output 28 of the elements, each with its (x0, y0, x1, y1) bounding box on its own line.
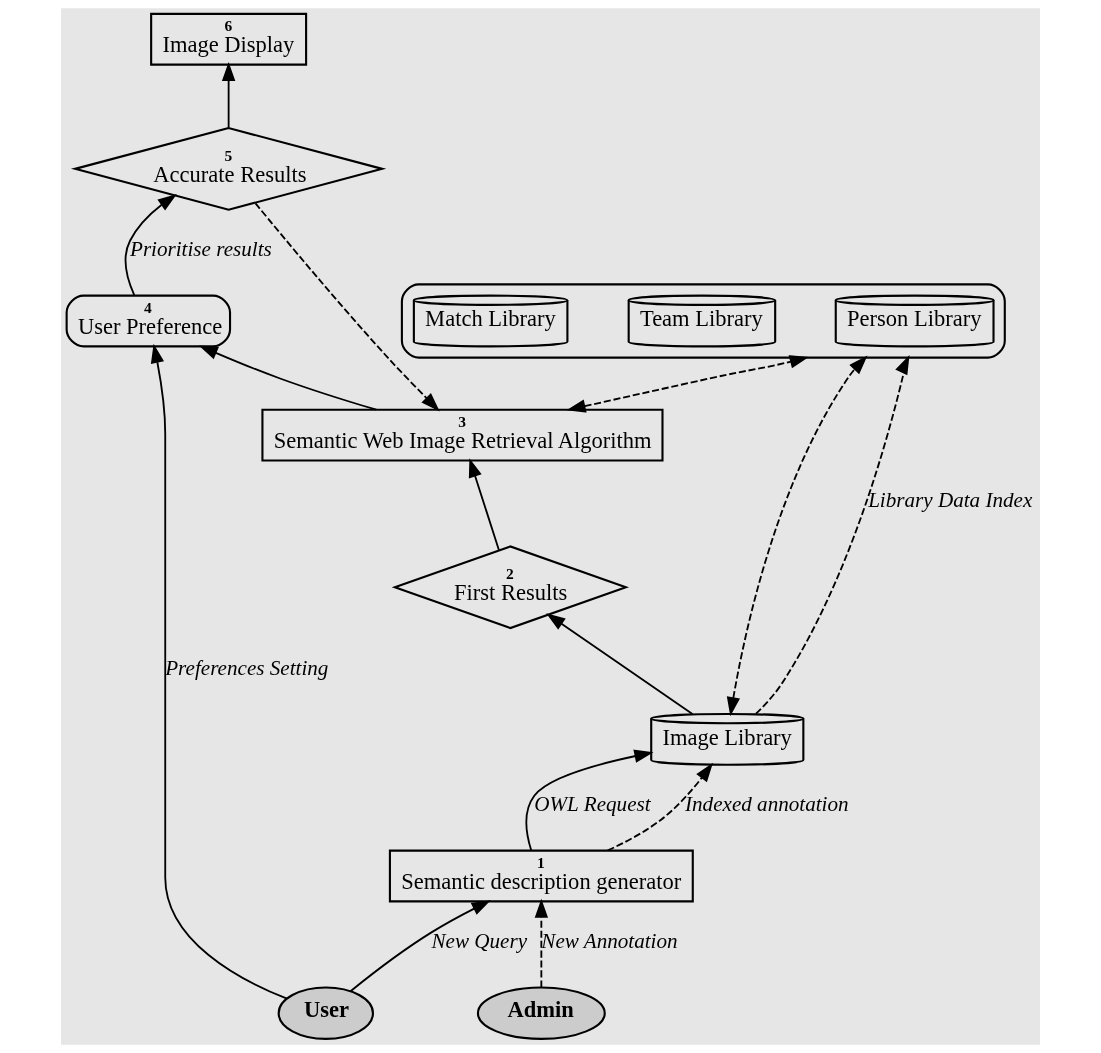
arrow (150, 343, 288, 1000)
arrow (468, 458, 500, 551)
node-box: 4 User Preference (65, 294, 232, 348)
arrow (124, 194, 177, 296)
arrow (566, 355, 809, 413)
arrow (606, 762, 713, 852)
edge-label: New Annotation (541, 928, 678, 953)
cluster (400, 283, 1006, 359)
node-ellipse: User (277, 986, 375, 1040)
arrow (726, 355, 868, 717)
arrow (546, 613, 694, 715)
node-ellipse: Admin (476, 986, 606, 1040)
edge-label: Preferences Setting (165, 655, 329, 680)
arrow (755, 355, 910, 715)
arrow (198, 345, 378, 411)
arrow (221, 61, 236, 129)
edge-label: OWL Request (534, 792, 651, 817)
node-box: 3 Semantic Web Image Retrieval Algorithm (261, 408, 664, 462)
edge-label: New Query (431, 928, 528, 953)
arrow (525, 749, 654, 852)
node-box: 1 Semantic description generator (388, 849, 694, 903)
arrow (534, 898, 549, 989)
node-box: 6 Image Display (150, 12, 308, 66)
arrow (254, 202, 440, 412)
edge-label: Library Data Index (868, 487, 1033, 512)
edge-label: Prioritise results (130, 237, 272, 262)
arrow (349, 900, 491, 993)
edge-label: Indexed annotation (685, 792, 849, 817)
